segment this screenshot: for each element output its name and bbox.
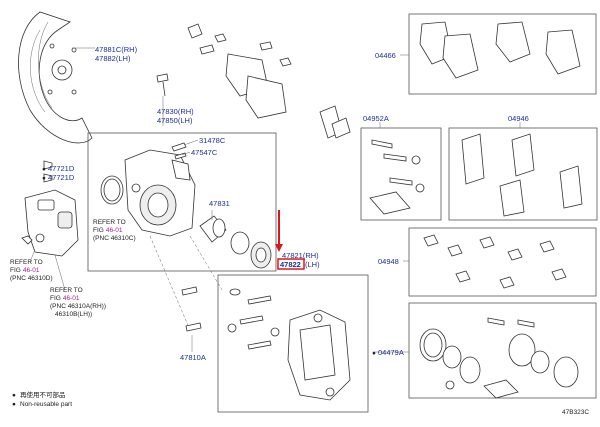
label-47821[interactable]: 47821(RH) <box>282 251 319 260</box>
figure-code: 47B323C <box>562 409 589 416</box>
label-04466[interactable]: 04466 <box>375 51 396 60</box>
bullet-04479a: ● <box>372 350 376 357</box>
ref2-fig-link: 46-01 <box>23 267 40 274</box>
highlight-box-47822 <box>277 258 305 270</box>
legend-text-1: 再使用不可部品 <box>20 390 66 399</box>
label-47547c[interactable]: 47547C <box>191 148 218 157</box>
label-47822[interactable]: 47822 <box>280 260 301 269</box>
ref2-pnc: (PNC 46310D) <box>10 275 53 282</box>
brake-pad-drawings <box>187 23 351 139</box>
group-box-caliper <box>87 132 277 272</box>
seal-ring-drawing <box>100 175 124 205</box>
label-47850[interactable]: 47850(LH) <box>157 116 193 125</box>
ref2-line1: REFER TO <box>10 259 43 266</box>
ref1-fig-link: 46-01 <box>106 227 123 234</box>
label-04952a[interactable]: 04952A <box>363 114 389 123</box>
bullet-47721d-b: ● <box>42 175 46 182</box>
ref3-line1: REFER TO <box>50 287 83 294</box>
label-04946[interactable]: 04946 <box>508 114 529 123</box>
label-47822-suffix: (LH) <box>305 260 320 269</box>
bolt-kit-drawing <box>369 139 425 215</box>
caliper-assembly-drawing <box>24 189 79 291</box>
pad-kit-drawing <box>419 21 581 79</box>
highlight-arrow <box>275 210 283 252</box>
label-04948[interactable]: 04948 <box>378 257 399 266</box>
label-47882[interactable]: 47882(LH) <box>95 54 131 63</box>
ref1-fig-prefix: FIG <box>93 227 104 234</box>
legend-symbol-2: ● <box>12 401 16 408</box>
ref3-fig-link: 46-01 <box>63 295 80 302</box>
label-04479a[interactable]: 04479A <box>378 348 404 357</box>
mounting-bracket-drawing <box>287 309 351 401</box>
group-box-04479a <box>408 302 597 399</box>
legend-text-2: Non-reusable part <box>20 401 72 408</box>
ref1-pnc: (PNC 46310C) <box>93 235 136 242</box>
shim-kit-drawing <box>461 133 583 217</box>
group-box-mounting <box>217 274 369 413</box>
dust-shield-drawing <box>18 11 95 144</box>
group-box-04946 <box>448 127 598 221</box>
group-box-04466 <box>408 13 597 95</box>
bullet-47721d-a: ● <box>42 166 46 173</box>
bolt-47721d-drawings <box>21 160 53 245</box>
clip-kit-drawing <box>423 234 567 289</box>
label-47721d-a[interactable]: 47721D <box>48 164 75 173</box>
legend-symbol-1: ● <box>12 392 16 399</box>
ref3-pnc-b: 46310B(LH)) <box>55 311 92 318</box>
small-parts-drawings <box>181 286 280 350</box>
piston-drawing <box>199 215 272 269</box>
label-31478c[interactable]: 31478C <box>199 136 226 145</box>
caliper-body-drawing <box>124 149 196 237</box>
slide-bolt-drawings <box>156 73 169 97</box>
ref3-fig-prefix: FIG <box>50 295 61 302</box>
label-47721d-b[interactable]: 47721D <box>48 173 75 182</box>
ref3-pnc-a: (PNC 46310A(RH)) <box>50 303 106 310</box>
label-47810a[interactable]: 47810A <box>180 353 206 362</box>
label-47831[interactable]: 47831 <box>209 199 230 208</box>
group-box-04952a <box>360 127 442 221</box>
ref1-line1: REFER TO <box>93 219 126 226</box>
label-47881c[interactable]: 47881C(RH) <box>95 45 138 54</box>
label-47830[interactable]: 47830(RH) <box>157 107 194 116</box>
seal-kit-drawing <box>419 317 579 399</box>
group-box-04948 <box>408 227 597 297</box>
ref2-fig-prefix: FIG <box>10 267 21 274</box>
